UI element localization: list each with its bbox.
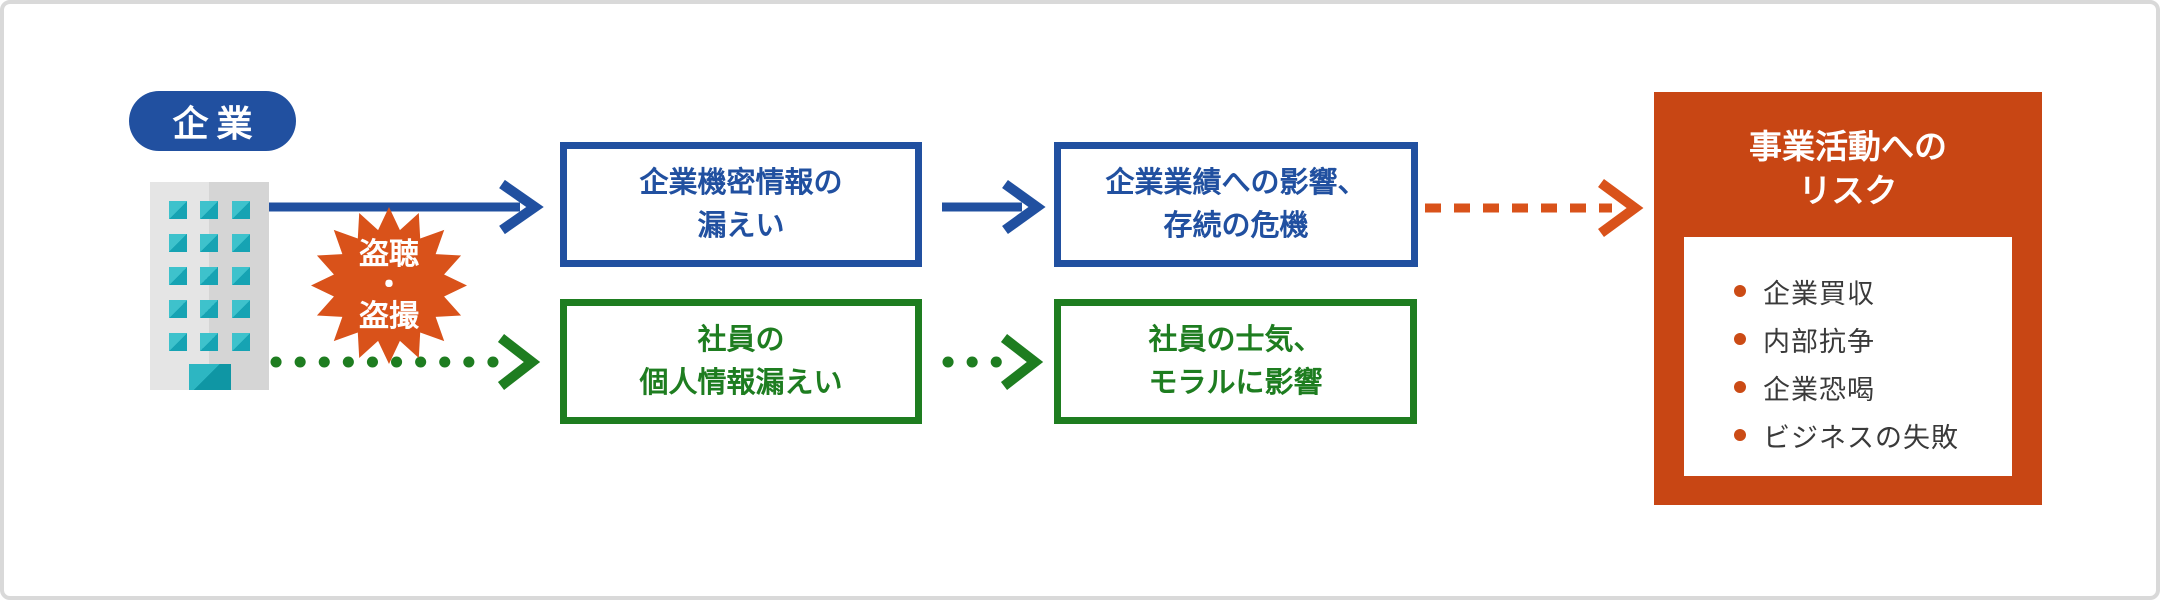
burst-line3: 盗撮 (359, 300, 419, 333)
list-item: 企業恐喝 (1734, 363, 2012, 411)
dotted-arrow-employee-leak-to-morale-icon (942, 334, 1044, 390)
box-text: 企業業績への影響、 (1105, 166, 1367, 199)
bullet-icon (1734, 381, 1746, 393)
box-text: 社員の (697, 323, 785, 356)
building-window (169, 201, 187, 219)
office-building-icon (150, 182, 269, 390)
company-badge: 企業 (129, 91, 296, 151)
list-item-label: 内部抗争 (1763, 326, 1875, 357)
building-window (232, 234, 250, 252)
business-risk-panel: 事業活動への リスク 企業買収 内部抗争 企業恐喝 ビジネス (1654, 92, 2042, 505)
building-window (232, 300, 250, 318)
building-window (169, 333, 187, 351)
building-window (169, 267, 187, 285)
building-window (232, 333, 250, 351)
burst-line2: ・ (374, 269, 404, 302)
list-item-label: 企業恐喝 (1763, 374, 1875, 405)
risk-list-card: 企業買収 内部抗争 企業恐喝 ビジネスの失敗 (1684, 237, 2012, 476)
building-window (200, 267, 218, 285)
building-window (169, 234, 187, 252)
bullet-icon (1734, 285, 1746, 297)
box-text: モラルに影響 (1148, 366, 1323, 399)
box-text: 企業機密情報の (639, 166, 843, 199)
building-window (200, 300, 218, 318)
dotted-arrow-building-to-employee-leak-icon (270, 334, 541, 390)
list-item: ビジネスの失敗 (1734, 411, 2012, 459)
company-badge-label: 企業 (172, 103, 261, 144)
building-window (200, 201, 218, 219)
burst-line1: 盗聴 (359, 238, 419, 271)
risk-panel-title-line2: リスク (1798, 172, 1898, 209)
box-confidential-info-leak: 企業機密情報の 漏えい (560, 142, 922, 267)
dashed-arrow-performance-to-risk-icon (1425, 178, 1644, 238)
building-window (232, 201, 250, 219)
box-text: 漏えい (697, 209, 785, 242)
box-text: 社員の士気、 (1148, 323, 1323, 356)
building-window (169, 300, 187, 318)
building-door (189, 364, 231, 390)
list-item-label: ビジネスの失敗 (1763, 422, 1959, 453)
list-item: 企業買収 (1734, 267, 2012, 315)
risk-list: 企業買収 内部抗争 企業恐喝 ビジネスの失敗 (1684, 237, 2012, 459)
bullet-icon (1734, 333, 1746, 345)
box-business-performance-impact: 企業業績への影響、 存続の危機 (1054, 142, 1418, 267)
box-text: 個人情報漏えい (639, 366, 843, 399)
hazard-burst-icon: 盗聴 ・ 盗撮 (311, 207, 467, 364)
box-employee-personal-info-leak: 社員の 個人情報漏えい (560, 299, 922, 424)
risk-panel-title-line1: 事業活動への (1749, 128, 1947, 165)
bullet-icon (1734, 429, 1746, 441)
list-item: 内部抗争 (1734, 315, 2012, 363)
solid-arrow-building-to-confidential-leak-icon (269, 179, 544, 235)
building-window (200, 333, 218, 351)
list-item-label: 企業買収 (1763, 278, 1875, 309)
building-window (200, 234, 218, 252)
box-employee-morale-impact: 社員の士気、 モラルに影響 (1054, 299, 1417, 424)
building-window (232, 267, 250, 285)
risk-panel-title: 事業活動への リスク (1654, 92, 2042, 213)
box-text: 存続の危機 (1163, 209, 1309, 242)
solid-arrow-leak-to-performance-icon (942, 179, 1046, 235)
